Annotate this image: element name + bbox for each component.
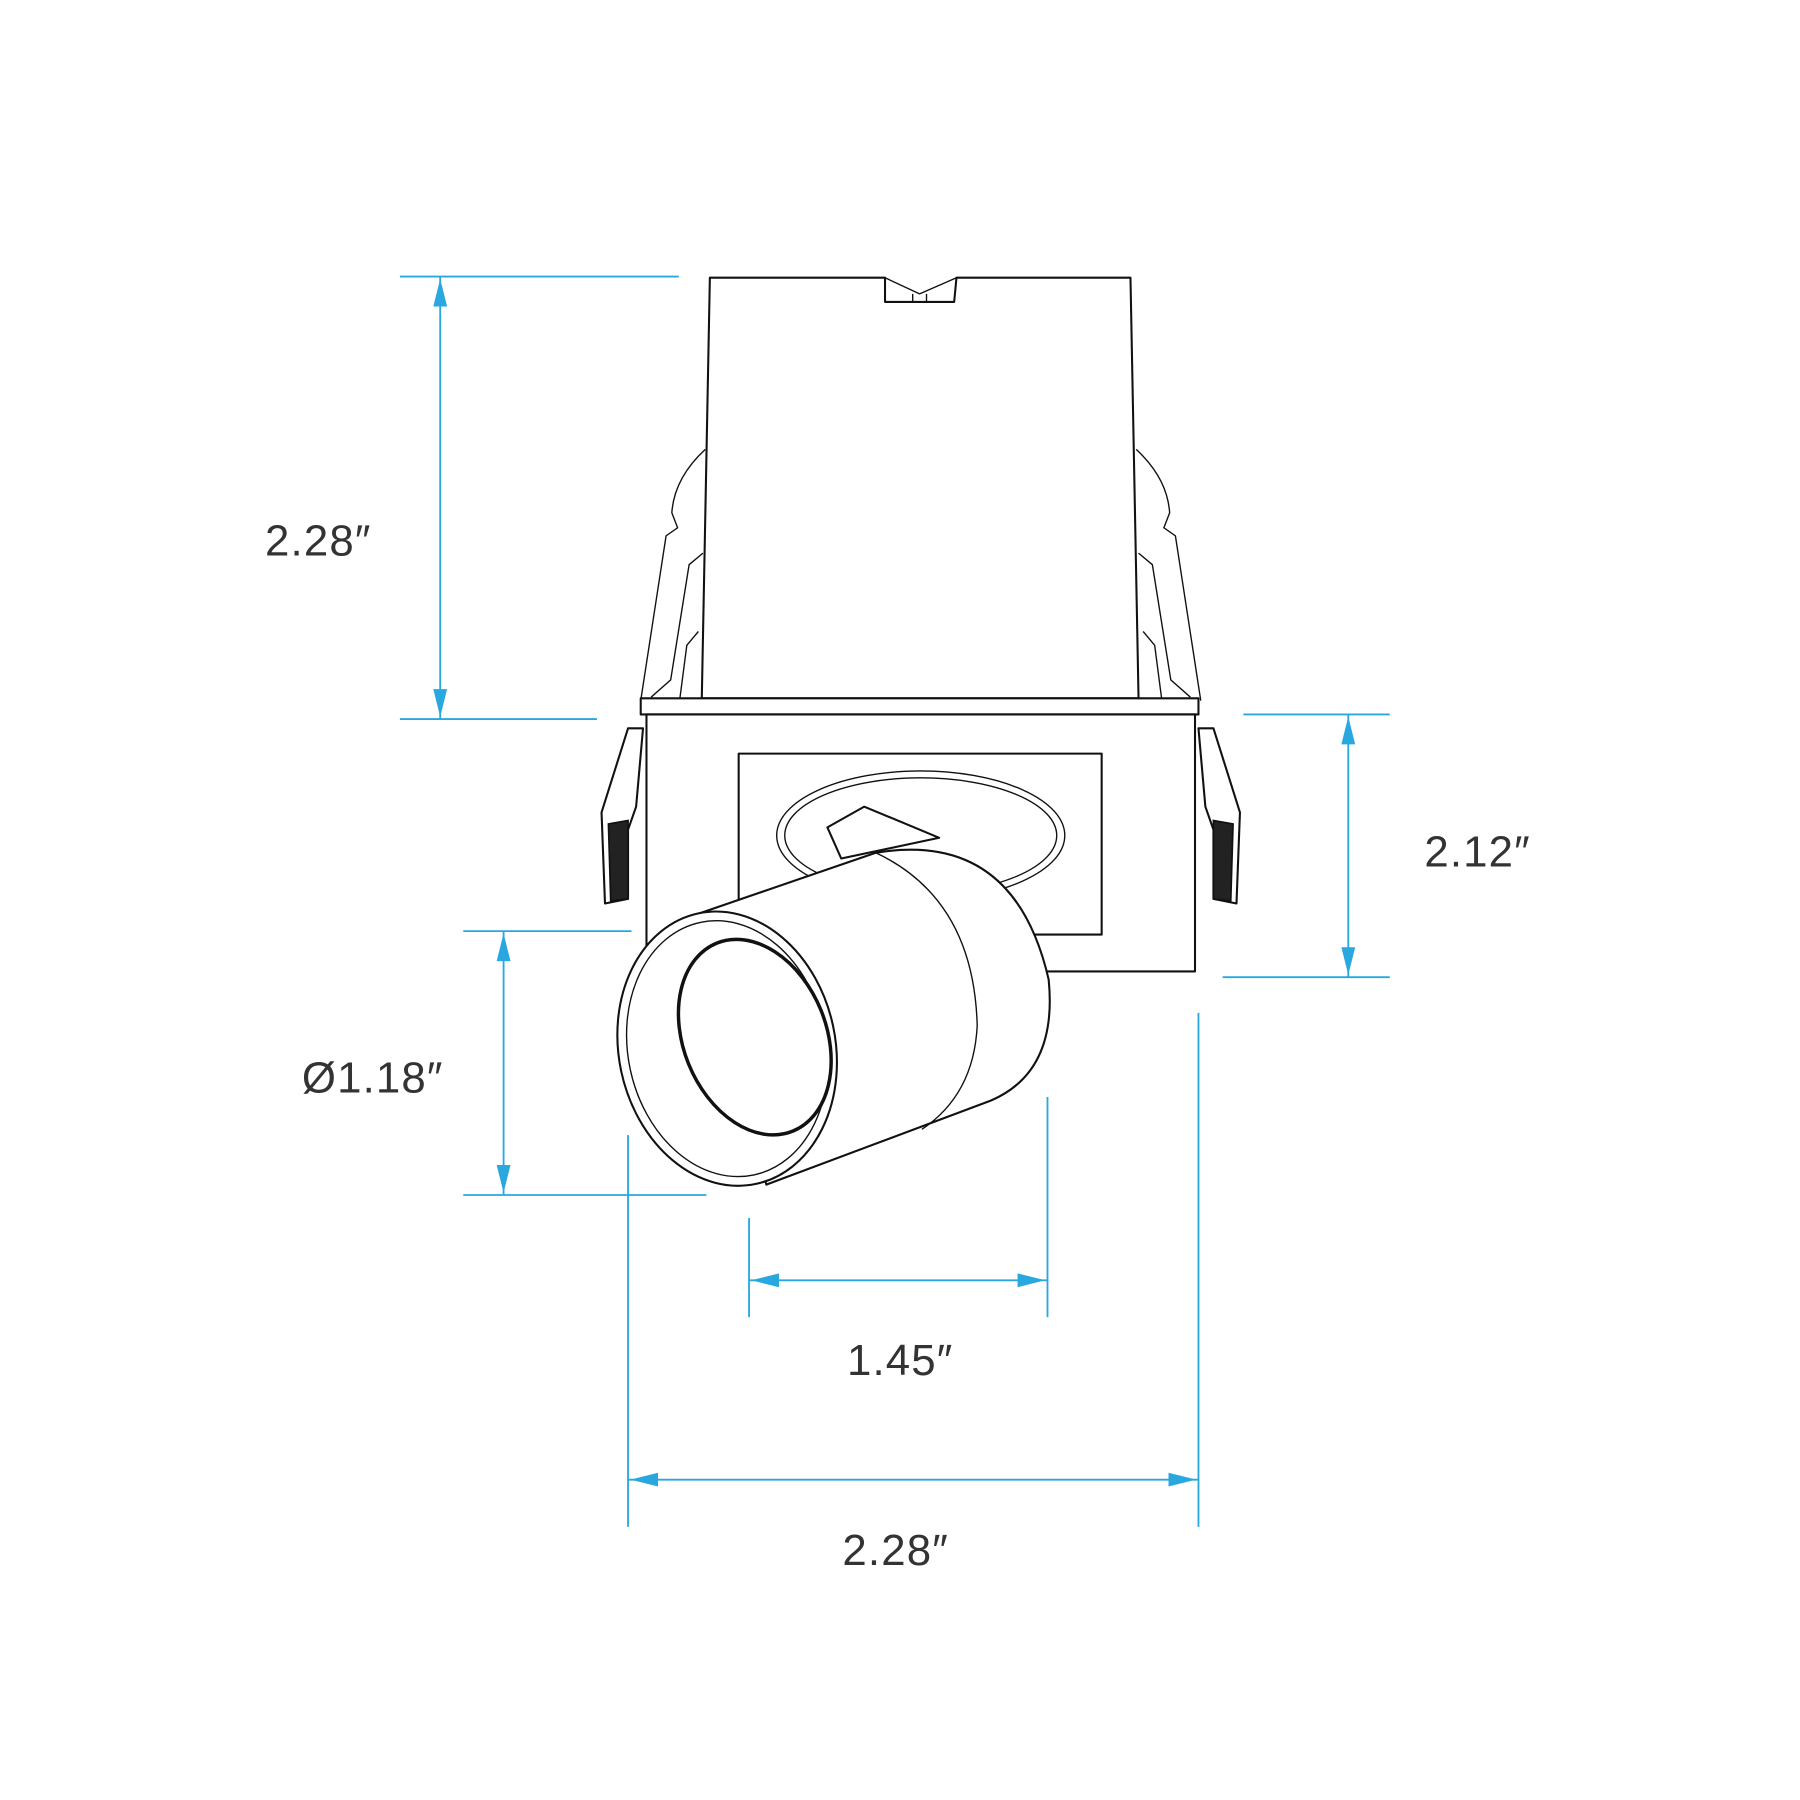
label-aperture-diameter: Ø1.18″ [302, 1053, 444, 1102]
label-trim-height: 2.12″ [1424, 828, 1530, 877]
dimension-overall-height [399, 275, 679, 720]
adjustable-head [616, 805, 1051, 1187]
spring-clip-right [1135, 448, 1241, 905]
dimension-lens-width [748, 1097, 1049, 1318]
housing-box [700, 276, 1140, 700]
label-overall-height: 2.28″ [265, 516, 371, 565]
spring-clip-left [600, 448, 706, 905]
label-lens-width: 1.45″ [847, 1336, 953, 1385]
dimension-trim-height [1222, 713, 1390, 979]
dimension-overall-width [627, 1012, 1200, 1527]
label-overall-width: 2.28″ [842, 1526, 948, 1575]
dimension-aperture-diameter [463, 930, 707, 1196]
